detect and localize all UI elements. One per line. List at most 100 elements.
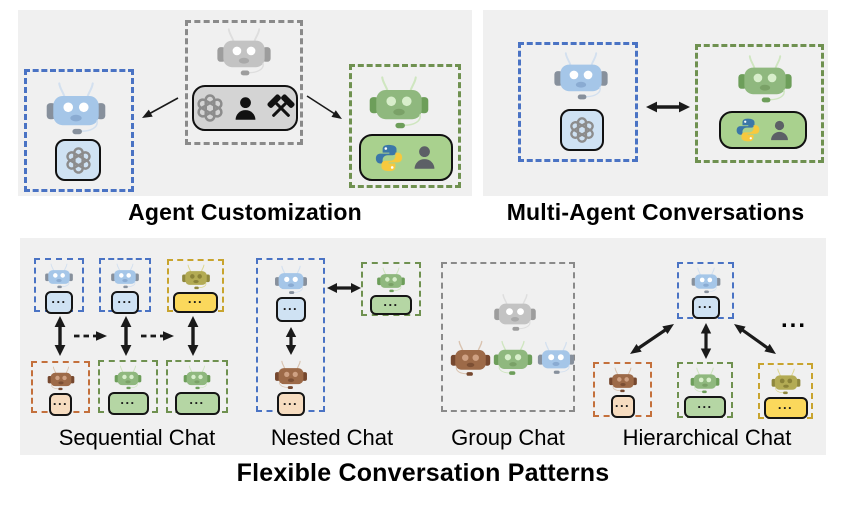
robot-icon-blue — [553, 51, 609, 101]
agent-customization-title: Agent Customization — [128, 199, 362, 225]
sequential-agent-box: ... — [31, 361, 90, 416]
chat-dots: ... — [51, 291, 67, 307]
arrow-to-left-agent — [142, 97, 179, 118]
double-arrow-horizontal — [646, 101, 690, 113]
chat-message-box: ... — [275, 297, 306, 322]
robot-icon-gray — [493, 293, 537, 332]
robot-icon-blue — [273, 265, 309, 295]
chat-dots: ... — [697, 395, 713, 411]
python-person-pill — [359, 134, 453, 181]
python-icon — [374, 143, 404, 173]
chat-message-box: ... — [610, 395, 635, 418]
person-icon — [232, 95, 259, 122]
nested-outer-agent-box: ... ... — [256, 258, 325, 416]
hierarchical-root-agent-box: ... — [677, 262, 734, 319]
double-arrow-vertical — [187, 316, 199, 356]
chat-message-box: ... — [107, 392, 149, 415]
person-icon — [411, 144, 438, 171]
double-arrow-diagonal-right — [734, 324, 776, 354]
sequential-chat-label: Sequential Chat — [58, 425, 216, 450]
openai-chip — [55, 139, 101, 181]
robot-icon-green — [375, 267, 407, 293]
double-arrow-vertical — [54, 316, 66, 356]
robot-icon-olive — [181, 264, 211, 290]
hammers-icon — [266, 93, 296, 123]
double-arrow-diagonal-left — [630, 324, 674, 354]
chat-dots: ... — [187, 291, 204, 307]
robot-icon-green — [689, 367, 721, 394]
chat-message-box: ... — [684, 396, 726, 418]
base-agent-box — [185, 20, 303, 145]
userproxy-agent-box — [695, 44, 824, 163]
robot-icon-blue — [45, 81, 107, 136]
robot-icon-blue — [44, 263, 74, 289]
hierarchical-agent-box: ... — [758, 363, 813, 419]
hierarchical-chat-label: Hierarchical Chat — [622, 425, 792, 450]
chat-dots: ... — [777, 396, 794, 412]
sequential-agent-box: ... — [98, 360, 158, 415]
panel-flexible-conversation-patterns — [20, 238, 826, 455]
chat-dots: ... — [614, 395, 631, 411]
chat-dots: ... — [120, 392, 136, 408]
chat-message-box: ... — [45, 291, 73, 314]
hierarchical-agent-box: ... — [677, 362, 733, 418]
chat-dots: ... — [697, 296, 714, 312]
robot-icon-brown — [273, 360, 309, 390]
chat-dots: ... — [282, 298, 299, 314]
robot-icon-green — [113, 365, 143, 390]
chat-message-box: ... — [173, 292, 218, 313]
person-icon — [768, 119, 791, 142]
chat-dots: ... — [189, 392, 205, 408]
dashed-arrow-right — [74, 331, 107, 341]
robot-icon-blue — [690, 267, 722, 294]
chat-message-box: ... — [691, 296, 720, 319]
more-agents-ellipsis: ... — [781, 306, 808, 333]
hierarchical-agent-box: ... — [593, 362, 652, 418]
chat-dots: ... — [383, 293, 399, 309]
chat-dots: ... — [52, 393, 69, 409]
double-arrow-vertical — [700, 323, 712, 359]
assistant-agent-box — [24, 69, 134, 192]
sequential-agent-box: ... — [166, 360, 228, 415]
openai-chip — [560, 109, 604, 151]
robot-icon-green — [737, 54, 793, 104]
robot-icon-blue — [110, 263, 140, 289]
chat-dots: ... — [282, 392, 299, 408]
nested-chat-label: Nested Chat — [270, 425, 394, 450]
flexible-conversation-patterns-title: Flexible Conversation Patterns — [236, 459, 610, 487]
arrow-to-right-agent — [306, 95, 342, 119]
robot-icon-green — [368, 75, 430, 130]
robot-icon-brown — [46, 366, 76, 391]
chat-dots: ... — [117, 291, 133, 307]
python-icon — [735, 117, 761, 143]
openai-icon — [568, 116, 596, 144]
sequential-agent-box: ... — [34, 258, 84, 314]
python-person-pill — [719, 111, 807, 149]
robot-icon-brown — [449, 340, 492, 377]
assistant-agent-box — [518, 42, 638, 162]
robot-icon-blue — [536, 341, 576, 375]
chat-message-box: ... — [370, 295, 412, 315]
openai-icon — [64, 146, 93, 175]
openai-icon — [195, 93, 225, 123]
group-chat-box — [441, 262, 575, 412]
robot-icon-green — [182, 365, 212, 390]
robot-icon-gray — [216, 27, 272, 77]
chat-message-box: ... — [49, 393, 72, 416]
dashed-arrow-right — [141, 331, 174, 341]
group-chat-label: Group Chat — [451, 425, 565, 450]
chat-message-box: ... — [763, 396, 808, 419]
chat-message-box: ... — [276, 392, 305, 416]
double-arrow-vertical — [120, 316, 132, 356]
userproxy-agent-box — [349, 64, 461, 188]
sequential-agent-box: ... — [167, 259, 224, 313]
nested-inner-agent-box: ... — [361, 262, 421, 316]
double-arrow-horizontal — [327, 283, 361, 293]
robot-icon-olive — [770, 368, 802, 395]
double-arrow-vertical — [285, 327, 296, 355]
multi-agent-conversations-title: Multi-Agent Conversations — [506, 199, 805, 225]
robot-icon-brown — [608, 367, 638, 393]
robot-icon-green — [492, 340, 534, 376]
chat-message-box: ... — [174, 392, 220, 415]
